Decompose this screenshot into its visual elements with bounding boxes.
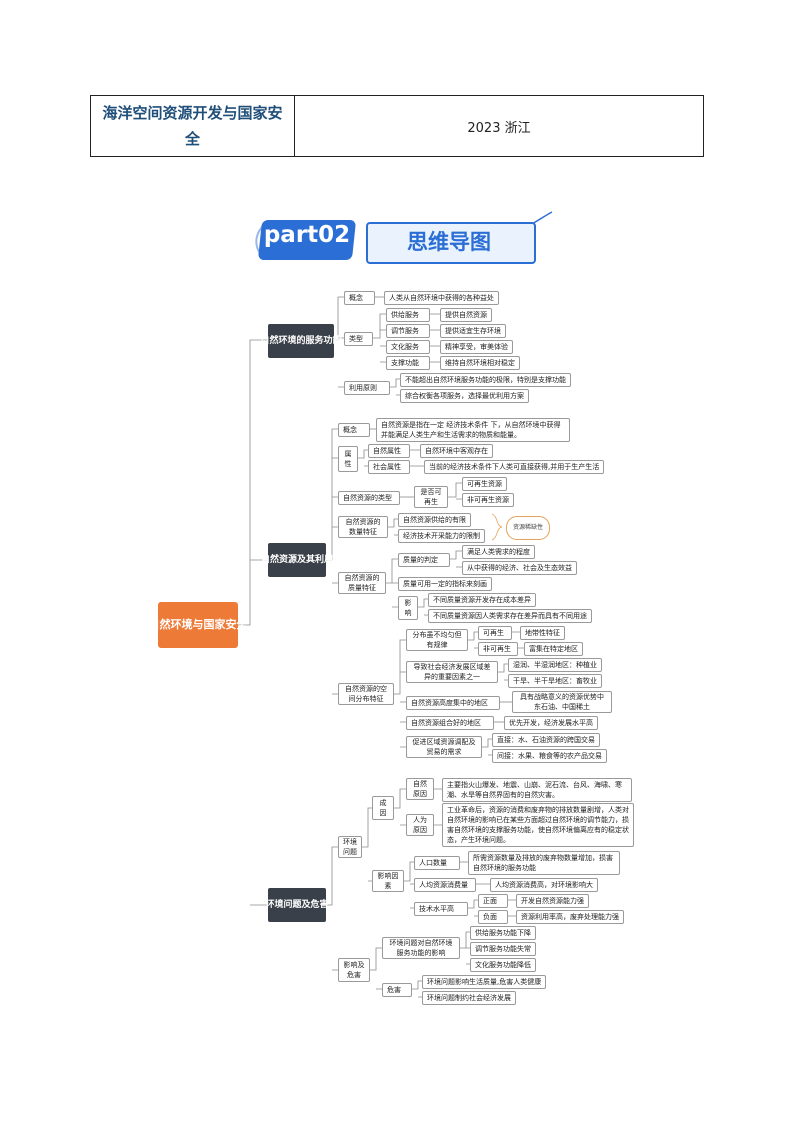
b3-effect-on-0: 供给服务功能下降 [470,926,536,940]
b2-attr-k1: 社会属性 [368,460,410,474]
b3-tech-k0: 正面 [478,894,508,908]
b2-influence: 影响 [398,596,418,620]
b2-quality-judge-1: 从中获得的经济、社会及生态效益 [462,561,577,575]
b3-natural: 自然原因 [406,778,434,800]
b2-scarcity-tag: 资源稀缺性 [506,516,550,540]
b2-combo-text: 优先开发，经济发展水平高 [504,716,598,730]
b2-factor-1: 干旱、半干旱地区：畜牧业 [508,674,602,688]
b1-type-k3: 支撑功能 [386,356,430,370]
b3-effect-on: 环境问题对自然环境服务功能的影响 [382,937,460,959]
root-node: 自然环境与国家安全 [149,602,248,648]
b3-population-text: 所需资源数量及排放的废弃物数量增加，损害自然环境的服务功能 [468,851,620,875]
b2-quality-judge: 质量的判定 [398,553,450,567]
b2-uneven-v1: 富集在特定地区 [524,642,583,656]
b3-effect-on-2: 文化服务功能降低 [470,958,536,972]
b3-cause: 成因 [372,796,394,820]
banner-part: part02 [263,222,351,248]
b1-type-v3: 维持自然环境相对稳定 [440,356,520,370]
b3-harm-1: 环境问题制约社会经济发展 [422,991,516,1005]
b1-type-v0: 提供自然资源 [440,308,492,322]
b2-attr-k0: 自然属性 [368,444,410,458]
b2-trade: 促进区域资源调配及贸易的需求 [406,736,482,758]
b2-quality-measure: 质量可用一定的指标来刻画 [398,577,492,591]
b2-attr-v1: 当前的经济技术条件下人类可直接获得,并用于生产生活 [424,460,605,474]
b2-uneven-v0: 地带性特征 [520,626,565,640]
branch-natural-resources: 自然资源及其利用 [261,543,333,577]
b2-quality: 自然资源的质量特征 [338,572,386,594]
b1-principle-1: 综合权衡各项服务，选择最优利用方案 [400,389,529,403]
b2-concentrate-text: 具有战略意义的资源优势中东石油、中国稀土 [512,691,612,713]
b2-uneven: 分布虽不均匀但有规律 [406,629,468,651]
b2-trade-1: 间接：水果、粮食等的农产品交易 [492,749,607,763]
b2-spatial: 自然资源的空间分布特征 [338,683,394,705]
b3-tech: 技术水平高 [414,902,468,916]
b2-uneven-k1: 非可再生 [478,642,518,656]
b1-type-k0: 供给服务 [386,308,430,322]
b3-tech-v1: 资源利用率高，废弃处理能力强 [516,910,624,924]
b3-tech-k1: 负面 [478,910,508,924]
b1-concept: 概念 [344,291,375,305]
exam-cell: 2023 浙江 [467,120,531,136]
b2-influence-0: 不同质量资源开发存在成本差异 [428,593,536,607]
b3-factors: 影响因素 [372,870,404,892]
b2-quantity-1: 经济技术开采能力的限制 [398,529,485,543]
b3-effect-on-1: 调节服务功能失常 [470,942,536,956]
branch-service-function: 自然环境的服务功能 [261,324,342,358]
b1-types: 类型 [344,332,373,346]
b2-quantity: 自然资源的数量特征 [338,516,388,538]
topic-cell: 海洋空间资源开发与国家安全 [91,96,295,156]
section-banner: part02 思维导图 [248,210,558,270]
b2-combo: 自然资源组合好的地区 [406,716,494,730]
b1-type-v2: 精神享受，审美体验 [440,340,513,354]
b2-concept: 概念 [338,423,370,437]
header-table: 海洋空间资源开发与国家安全 2023 浙江 [90,95,704,157]
b1-principle-0: 不能超出自然环境服务功能的极限，特别是支撑功能 [400,373,571,387]
b3-population: 人口数量 [414,856,460,870]
b2-quantity-0: 自然资源供给的有限 [398,513,471,527]
banner-label: 思维导图 [407,230,491,254]
b3-human: 人为原因 [406,814,434,836]
b2-concentrate: 自然资源高度集中的地区 [406,696,500,710]
b1-type-v1: 提供适宜生存环境 [440,324,506,338]
banner-label-bg [366,222,536,264]
b2-concept-text: 自然资源是指在一定 经济技术条件 下，从自然环境中获得并能满足人类生产和生活需求… [376,418,570,442]
b2-types: 自然资源的类型 [338,491,400,505]
b2-renew-0: 可再生资源 [462,477,507,491]
b2-factor-0: 湿润、半湿润地区：种植业 [508,658,602,672]
b1-concept-text: 人类从自然环境中获得的各种益处 [384,291,499,305]
branch-environment-problems: 环境问题及危害 [266,888,329,922]
b3-harm: 危害 [382,983,412,997]
b3-consumption: 人均资源消费量 [414,878,476,892]
b3-effect: 影响及危害 [338,958,370,982]
b2-attr: 属性 [338,446,358,472]
b2-attr-v0: 自然环境中客观存在 [420,444,493,458]
b3-human-text: 工业革命后，资源的消费和废弃物的排放数量剧增，人类对自然环境的影响已在某些方面超… [442,803,634,847]
b3-consumption-text: 人均资源消费高，对环境影响大 [490,878,598,892]
b2-quality-judge-0: 满足人类需求的程度 [462,545,535,559]
b2-uneven-k0: 可再生 [478,626,512,640]
b3-problem: 环境问题 [338,836,362,858]
b3-natural-text: 主要指火山爆发、地震、山崩、泥石流、台风、海啸、寒潮、水旱等自然界固有的自然灾害… [442,778,632,802]
b1-principle: 利用原则 [344,381,390,395]
b2-trade-0: 直接：水、石油资源的跨国交易 [492,733,600,747]
b1-type-k1: 调节服务 [386,324,430,338]
b2-renew: 是否可再生 [414,486,448,508]
b2-renew-1: 非可再生资源 [462,493,514,507]
b2-influence-1: 不同质量资源因人类需求存在差异而具有不同用途 [428,609,592,623]
b3-tech-v0: 开发自然资源能力强 [516,894,589,908]
b1-type-k2: 文化服务 [386,340,430,354]
b3-harm-0: 环境问题影响生活质量,危害人类健康 [422,975,547,989]
b2-factor: 导致社会经济发展区域差异的重要因素之一 [406,661,498,683]
